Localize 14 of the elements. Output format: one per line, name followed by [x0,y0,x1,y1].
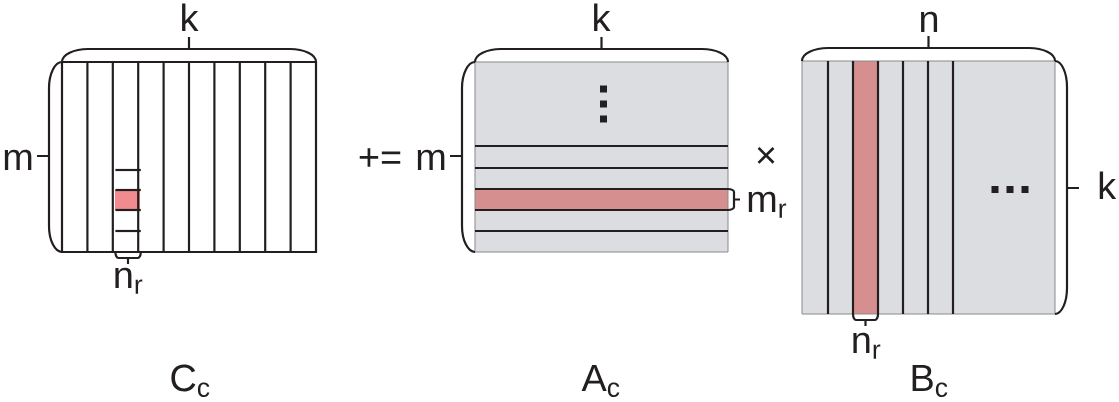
dimension-label: n$_{r}$ [853,332,881,359]
dimension-label: k [1099,171,1117,199]
operator-symbol: += [359,148,401,167]
dimension-label: n$_{r}$ [115,267,143,294]
dimension-label: k [594,3,611,31]
matrix-label: C$_{c}$ [171,364,210,397]
matrix-label: A$_{c}$ [581,364,620,397]
dimension-label: k [182,3,199,31]
dimension-label: m [417,149,445,170]
operator-symbol: × [757,146,775,164]
dimension-label: m$_{r}$ [748,191,787,218]
dimension-label: n [921,11,938,32]
dimension-label: m [4,149,32,170]
matrix-label: B$_{c}$ [912,364,948,397]
